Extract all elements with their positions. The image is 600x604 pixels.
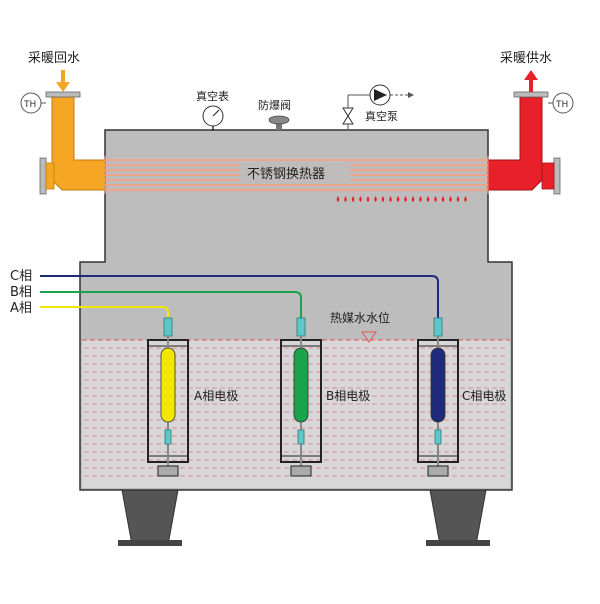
supply-pipe-flange-side [553, 157, 561, 195]
return-pipe-flange-side [39, 157, 47, 195]
wire-b [40, 291, 302, 318]
electrode-body [160, 347, 176, 423]
condensate-drop [426, 196, 430, 202]
water-level-triangle-icon [361, 331, 377, 343]
condensate-drop [434, 196, 437, 202]
supply-water-label: 采暖供水 [500, 51, 552, 66]
condensate-drop [441, 196, 445, 202]
electrode-lower-insulator [434, 429, 442, 445]
pressure-gauge-icon [202, 105, 224, 131]
arrow-up-icon [524, 70, 538, 92]
condensate-drop [464, 196, 467, 202]
electrode-body [293, 347, 309, 423]
return-water-label: 采暖回水 [28, 51, 80, 66]
condensate-drop [449, 196, 452, 202]
support-foot-right [426, 540, 490, 546]
phase-b-label: B相 [10, 285, 32, 300]
electrode-top-insulator [163, 317, 173, 337]
condensate-drop [336, 196, 340, 202]
heat-exchanger-label: 不锈钢换热器 [247, 167, 325, 182]
condensate-drop [366, 196, 370, 202]
thermometer-left: TH [20, 92, 46, 114]
water-level-label: 热媒水水位 [330, 310, 390, 325]
heat-exchanger-label-bg [240, 164, 350, 182]
electrode-lower-insulator [164, 429, 172, 445]
thermometer-right: TH [548, 92, 574, 114]
condensate-drop [374, 196, 377, 202]
supply-pipe [487, 91, 561, 195]
support-leg-right [429, 489, 487, 546]
supply-pipe-flange-top [513, 91, 549, 98]
support-legs [118, 489, 490, 546]
electrode-base [427, 465, 449, 477]
vacuum-pump-icon [342, 84, 414, 130]
phase-a-label: A相 [10, 301, 32, 316]
electrode-lower-insulator [297, 429, 305, 445]
electrode-a-label: A相电极 [194, 389, 238, 403]
electrode-top-insulator [433, 317, 443, 337]
return-pipe-flange-top [45, 91, 81, 98]
condensate-drop [419, 196, 422, 202]
phase-wires [40, 275, 439, 318]
condensate-drops [336, 196, 467, 202]
wire-a [40, 306, 169, 318]
electrode-body [430, 347, 446, 423]
condensate-drop [359, 196, 362, 202]
electrode-b [280, 317, 322, 477]
electrode-a [147, 317, 189, 477]
condensate-drop [396, 196, 400, 202]
heat-exchanger [104, 156, 489, 194]
vacuum-gauge-label: 真空表 [196, 89, 229, 103]
explosion-valve-icon [268, 115, 290, 130]
electrode-c [417, 317, 459, 477]
electrode-base [290, 465, 312, 477]
return-pipe [39, 91, 106, 195]
wire-c [40, 275, 439, 318]
arrow-down-icon [56, 70, 70, 92]
condensate-drop [381, 196, 385, 202]
support-foot-left [118, 540, 182, 546]
electrode-c-label: C相电极 [462, 389, 506, 403]
phase-c-label: C相 [10, 269, 32, 284]
electrode-base [157, 465, 179, 477]
vacuum-pump-label: 真空泵 [365, 109, 398, 123]
condensate-drop [404, 196, 407, 202]
th-left-label: TH [23, 100, 36, 110]
condensate-drop [411, 196, 415, 202]
electrode-top-insulator [296, 317, 306, 337]
electrode-b-label: B相电极 [326, 389, 370, 403]
condensate-drop [456, 196, 460, 202]
support-leg-left [121, 489, 179, 546]
condensate-drop [344, 196, 347, 202]
explosion-valve-label: 防爆阀 [258, 98, 291, 112]
th-right-label: TH [555, 100, 568, 110]
condensate-drop [389, 196, 392, 202]
condensate-drop [351, 196, 355, 202]
